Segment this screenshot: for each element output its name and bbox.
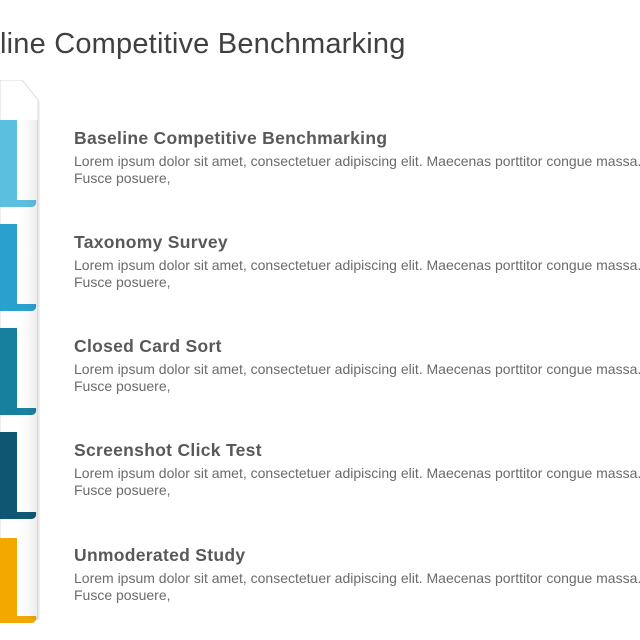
step-heading: Screenshot Click Test — [74, 440, 262, 460]
list-item: Unmoderated Study Lorem ipsum dolor sit … — [74, 545, 640, 604]
list-item: Screenshot Click Test Lorem ipsum dolor … — [74, 440, 640, 499]
list-item: Taxonomy Survey Lorem ipsum dolor sit am… — [74, 232, 640, 291]
step-description: Lorem ipsum dolor sit amet, consectetuer… — [74, 361, 640, 394]
step-description: Lorem ipsum dolor sit amet, consectetuer… — [74, 257, 640, 290]
step-ribbon-graphic — [0, 80, 40, 623]
step-heading: Taxonomy Survey — [74, 232, 228, 252]
step-description: Lorem ipsum dolor sit amet, consectetuer… — [74, 465, 640, 498]
step-description: Lorem ipsum dolor sit amet, consectetuer… — [74, 153, 640, 186]
list-item: Closed Card Sort Lorem ipsum dolor sit a… — [74, 336, 640, 395]
step-heading: Unmoderated Study — [74, 545, 246, 565]
step-description: Lorem ipsum dolor sit amet, consectetuer… — [74, 570, 640, 603]
step-heading: Baseline Competitive Benchmarking — [74, 128, 388, 148]
slide-title: line Competitive Benchmarking — [0, 28, 406, 60]
list-item: Baseline Competitive Benchmarking Lorem … — [74, 128, 640, 187]
step-heading: Closed Card Sort — [74, 336, 222, 356]
